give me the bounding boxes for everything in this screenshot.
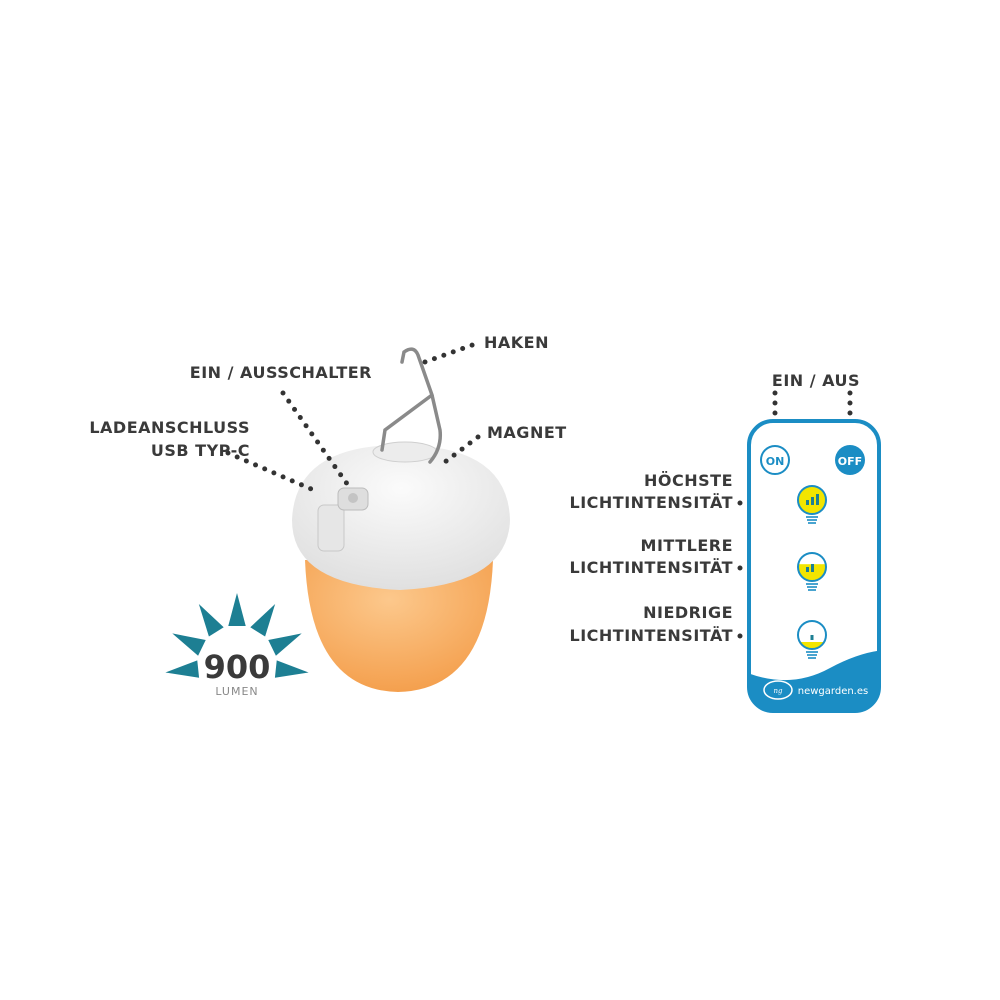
sun-ray [250,603,276,637]
sun-ray [172,633,206,656]
signal-bar [806,567,809,572]
magnet-label: MAGNET [487,423,567,442]
bulb-icon [797,552,827,582]
sun-ray [268,633,302,656]
hook-label: HAKEN [484,333,549,352]
high-label-line1: HÖCHSTE [644,471,733,490]
brand-logo: ng [763,680,793,700]
off-button[interactable]: OFF [835,445,865,475]
lumen-unit: LUMEN [215,685,258,698]
sun-ray [165,660,200,678]
bulb-icon [797,485,827,515]
on-off-label: EIN / AUS [772,371,860,390]
charging-label-line2: USB TYP-C [151,441,250,460]
signal-bar [810,635,814,640]
hook-leader [422,340,481,365]
mid-label-line2: LICHTINTENSITÄT [570,558,733,577]
intensity-mid-button[interactable] [797,552,827,591]
magnet-leader [442,434,481,465]
high-label-line2: LICHTINTENSITÄT [570,493,733,512]
lumen-value: 900 [204,648,271,686]
signal-bar [816,494,819,505]
hook [380,347,443,464]
intensity-high-button[interactable] [797,485,827,524]
signal-bar [811,497,814,505]
on-button-label: ON [766,455,785,468]
low-label-line2: LICHTINTENSITÄT [570,626,733,645]
lumen-badge: 900 LUMEN [165,593,309,698]
sun-ray [274,660,309,678]
off-button-label: OFF [838,455,862,468]
signal-bar [811,564,814,572]
lamp-orange-base [305,560,493,692]
usb-port [317,504,345,552]
bulb-icon [797,620,827,650]
sun-ray [198,603,224,637]
switch-label: EIN / AUSSCHALTER [190,363,372,382]
on-button[interactable]: ON [760,445,790,475]
mid-label-line1: MITTLERE [641,536,733,555]
svg-text:ng: ng [774,687,784,695]
sun-ray [228,593,246,626]
signal-bar [806,500,809,505]
low-label-line1: NIEDRIGE [643,603,733,622]
power-switch-dot [348,493,358,503]
intensity-low-button[interactable] [797,620,827,659]
lamp [292,347,510,692]
charging-label-line1: LADEANSCHLUSS [89,418,250,437]
remote-control: ON OFF ng newgarden.es [747,419,881,713]
charging-leader [225,450,321,495]
switch-leader [280,390,353,491]
website-label: newgarden.es [798,686,868,697]
